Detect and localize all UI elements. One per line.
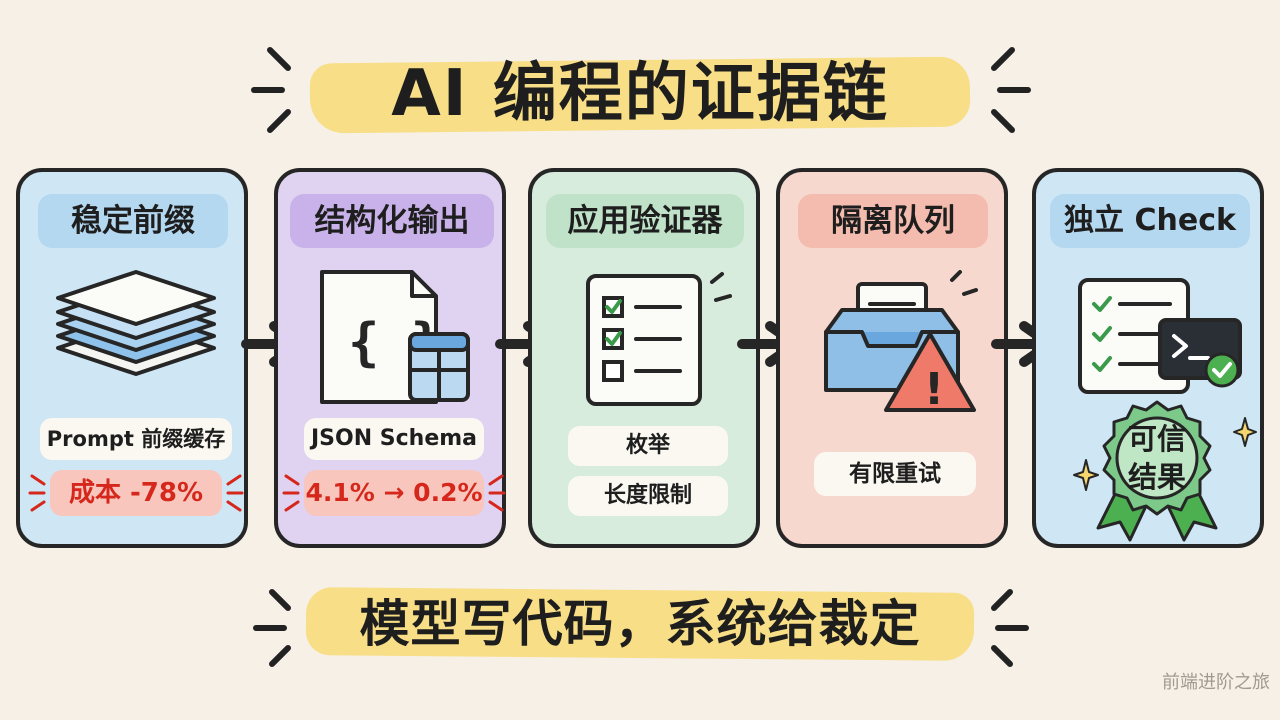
badge-burst-icon xyxy=(282,474,506,512)
checklist-icon xyxy=(586,272,732,406)
card-title: 隔离队列 xyxy=(798,194,988,248)
title-right-sparkle-icon xyxy=(991,47,1031,133)
page-title: AI 编程的证据链 xyxy=(391,57,889,131)
json-schema-label: JSON Schema xyxy=(304,418,484,460)
watermark: 前端进阶之旅 xyxy=(1162,672,1270,693)
json-document-icon: { } xyxy=(320,270,470,404)
card-independent-check: 独立 Check 可信结果 xyxy=(1032,168,1264,548)
card-title: 结构化输出 xyxy=(290,194,494,248)
trust-seal-icon xyxy=(1096,400,1218,542)
length-limit-label: 长度限制 xyxy=(568,476,728,516)
enum-label: 枚举 xyxy=(568,426,728,466)
slogan-left-sparkle-icon xyxy=(253,589,291,667)
card-isolation-queue: 隔离队列 ! 有限重试 xyxy=(776,168,1008,548)
sparkle-icon xyxy=(1233,417,1257,447)
card-title: 稳定前缀 xyxy=(38,194,228,248)
limited-retry-label: 有限重试 xyxy=(814,452,976,496)
error-rate-badge: 4.1% → 0.2% xyxy=(304,470,484,516)
trusted-result-label: 可信结果 xyxy=(1127,422,1186,494)
checklist-terminal-icon xyxy=(1078,278,1242,394)
card-app-validator: 应用验证器 枚举 长度限制 xyxy=(528,168,760,548)
badge-burst-icon xyxy=(28,474,244,512)
card-title: 应用验证器 xyxy=(546,194,744,248)
sparkle-icon xyxy=(1073,459,1099,491)
slogan-right-sparkle-icon xyxy=(991,589,1029,667)
slogan-banner: 模型写代码，系统给裁定 xyxy=(300,580,980,668)
title-banner: AI 编程的证据链 xyxy=(300,48,980,140)
cost-reduction-badge: 成本 -78% xyxy=(50,470,222,516)
card-stable-prefix: 稳定前缀 Prompt 前缀缓存 成本 -78% xyxy=(16,168,248,548)
title-left-sparkle-icon xyxy=(251,47,291,133)
card-title: 独立 Check xyxy=(1050,194,1250,248)
stacked-layers-icon xyxy=(56,270,216,376)
prompt-cache-label: Prompt 前缀缓存 xyxy=(40,418,232,460)
inbox-warning-icon: ! xyxy=(824,270,978,415)
card-structured-output: 结构化输出 { } JSON Schema 4.1% → 0.2% xyxy=(274,168,506,548)
svg-text:!: ! xyxy=(924,364,944,415)
slogan-text: 模型写代码，系统给裁定 xyxy=(359,595,921,653)
